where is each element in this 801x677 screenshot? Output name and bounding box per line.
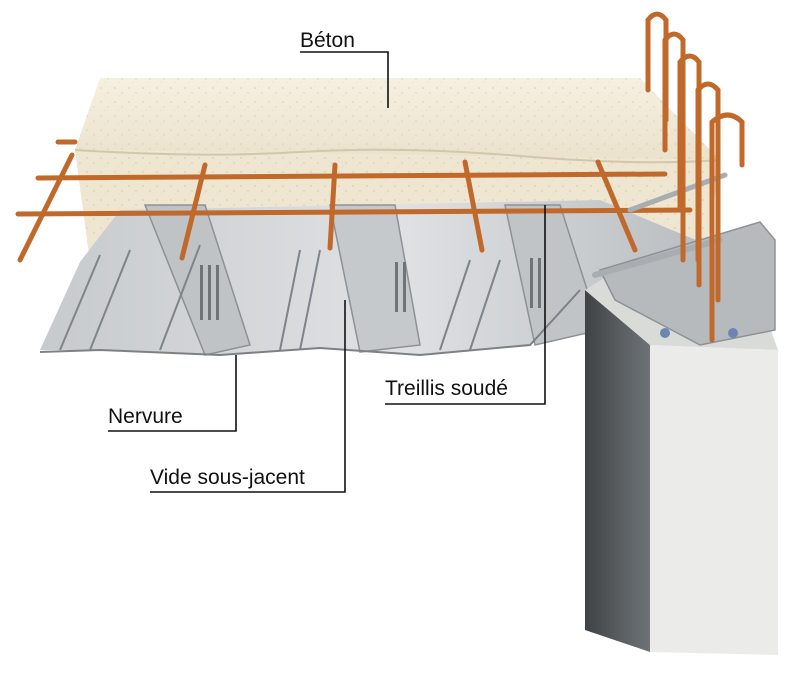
deck-rib-2 [329,204,421,353]
deck-bottom-edge [39,289,581,357]
rebar-long-1 [35,171,668,181]
label-beton: Béton [300,29,355,52]
rebar-long-2 [15,207,693,217]
leader-vide [150,300,346,493]
label-nervure: Nervure [108,405,183,428]
deck-notches [200,258,541,320]
steel-deck [39,200,760,357]
rebar-cross-4 [462,159,485,253]
label-vide-sous-jacent: Vide sous-jacent [150,466,305,489]
rebar-cross-5 [595,159,638,253]
rebar-hook-4 [695,81,721,303]
wall-front [650,345,778,655]
rebar-cross-2 [179,162,208,261]
anchor-bolt-2 [728,328,738,338]
support-wall [585,221,778,655]
concrete-top-texture [75,78,720,160]
leader-lines [108,51,546,493]
rebar-hook-5 [709,112,745,343]
rebar-mesh [15,11,745,343]
wall-connector-plate [598,221,776,346]
deck-ridges [59,244,501,351]
rebar-hook-1 [645,11,669,123]
rebar-cross-1 [17,152,75,263]
label-treillis-soude: Treillis soudé [385,377,508,400]
leader-nervure [108,355,237,432]
wall-side [585,290,650,652]
rebar-hook-3 [677,53,702,288]
rebar-cross-3 [327,162,338,251]
anchor-bolt-1 [660,328,670,338]
leader-beton [300,51,389,108]
leader-treillis [385,205,546,405]
deck-rib-1 [143,204,251,356]
concrete-edge [74,148,721,164]
rebar-hook-2 [662,31,686,263]
